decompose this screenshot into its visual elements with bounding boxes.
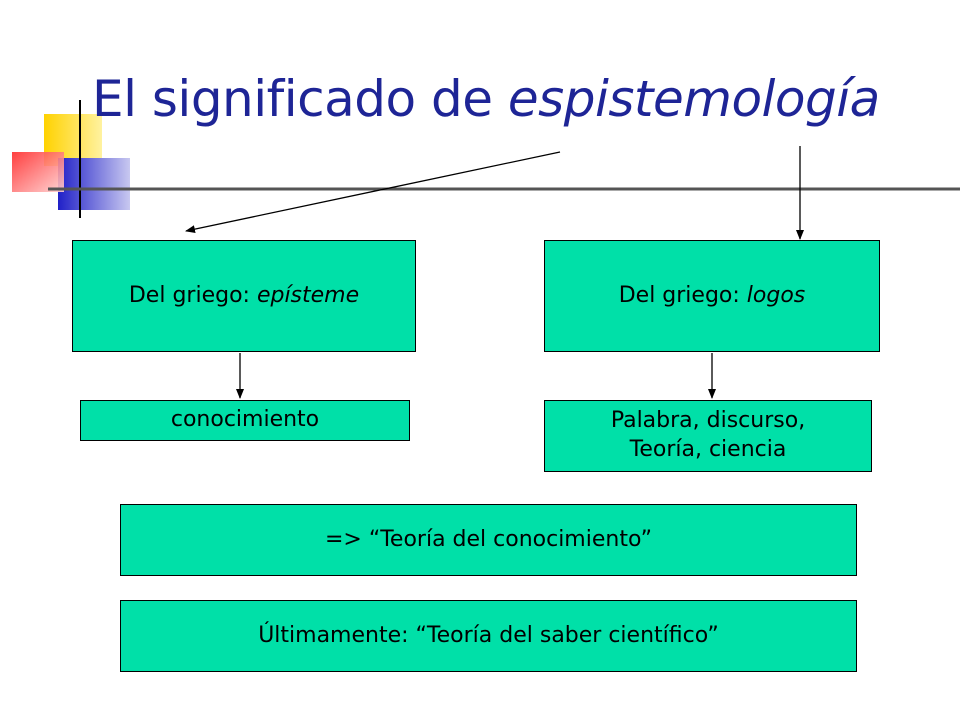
box-teoria-text: => “Teoría del conocimiento” [324, 526, 653, 552]
box-conocimiento-text: conocimiento [170, 407, 320, 433]
box-palabra-line2: Teoría, ciencia [629, 437, 787, 462]
page-title: El significado de espistemología [92, 70, 880, 128]
title-prefix: El significado de [92, 70, 508, 128]
box-episteme-prefix: Del griego: [128, 282, 257, 308]
box-episteme: Del griego: epísteme [72, 240, 416, 352]
title-emphasis: espistemología [507, 70, 880, 128]
box-logos-prefix: Del griego: [618, 282, 747, 308]
box-logos: Del griego: logos [544, 240, 880, 352]
box-teoria-conocimiento: => “Teoría del conocimiento” [120, 504, 857, 576]
box-conocimiento: conocimiento [80, 400, 410, 441]
box-ultimamente: Últimamente: “Teoría del saber científic… [120, 600, 857, 672]
deco-red-square [12, 152, 64, 192]
box-episteme-emphasis: epísteme [256, 282, 360, 308]
box-palabra: Palabra, discurso, Teoría, ciencia [544, 400, 872, 472]
box-logos-emphasis: logos [746, 282, 806, 308]
box-palabra-line1: Palabra, discurso, [610, 408, 806, 434]
deco-blue-square [58, 158, 130, 210]
box-ultimamente-text: Últimamente: “Teoría del saber científic… [258, 622, 719, 648]
